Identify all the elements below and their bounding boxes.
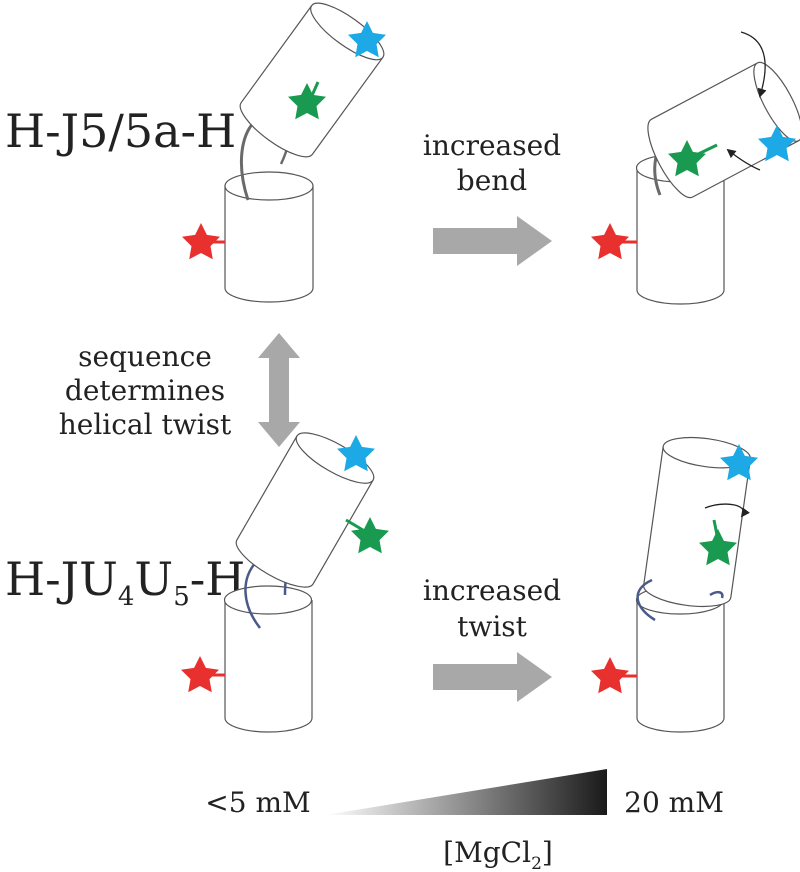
rotation-arrow-icon: [740, 31, 767, 98]
red-star-icon: [182, 223, 220, 260]
arrow-label-top-line1: increased: [423, 129, 561, 162]
rotation-arrow-icon: [704, 503, 750, 518]
right-arrow-bottom: [433, 652, 552, 702]
gradient-low-label: <5 mM: [205, 786, 310, 819]
arrow-label-bottom-line2: twist: [457, 610, 528, 643]
helix-lower-bottom-left: [223, 585, 313, 733]
linker-bottom-right: [636, 578, 656, 622]
linker-bottom-right-2: [709, 590, 724, 599]
red-star-icon: [181, 656, 219, 693]
sequence-note-line3: helical twist: [59, 408, 232, 441]
arrow-label-top-line2: bend: [457, 164, 528, 197]
helix-lower-top-left: [224, 171, 314, 303]
helix-lower-bottom-right: [635, 585, 725, 733]
double-arrow-vertical: [258, 333, 300, 447]
gradient-axis-label: [MgCl2]: [443, 836, 553, 872]
red-star-icon: [591, 223, 629, 260]
green-star-icon: [351, 517, 389, 554]
concentration-gradient-wedge: [325, 769, 607, 815]
red-star-icon: [591, 657, 629, 694]
arrow-label-bottom-line1: increased: [423, 574, 561, 607]
construct-label-bottom: H-JU4U5-H: [5, 552, 245, 612]
right-arrow-top: [433, 216, 552, 266]
helix-upper-bottom-left: [235, 432, 375, 588]
linker-bottom-left: [244, 559, 261, 629]
construct-label-top: H-J5/5a-H: [5, 104, 236, 158]
rotation-arrow-icon: [726, 148, 761, 171]
sequence-note-line2: determines: [65, 374, 225, 407]
sequence-note-line1: sequence: [78, 340, 212, 373]
gradient-high-label: 20 mM: [624, 786, 724, 819]
